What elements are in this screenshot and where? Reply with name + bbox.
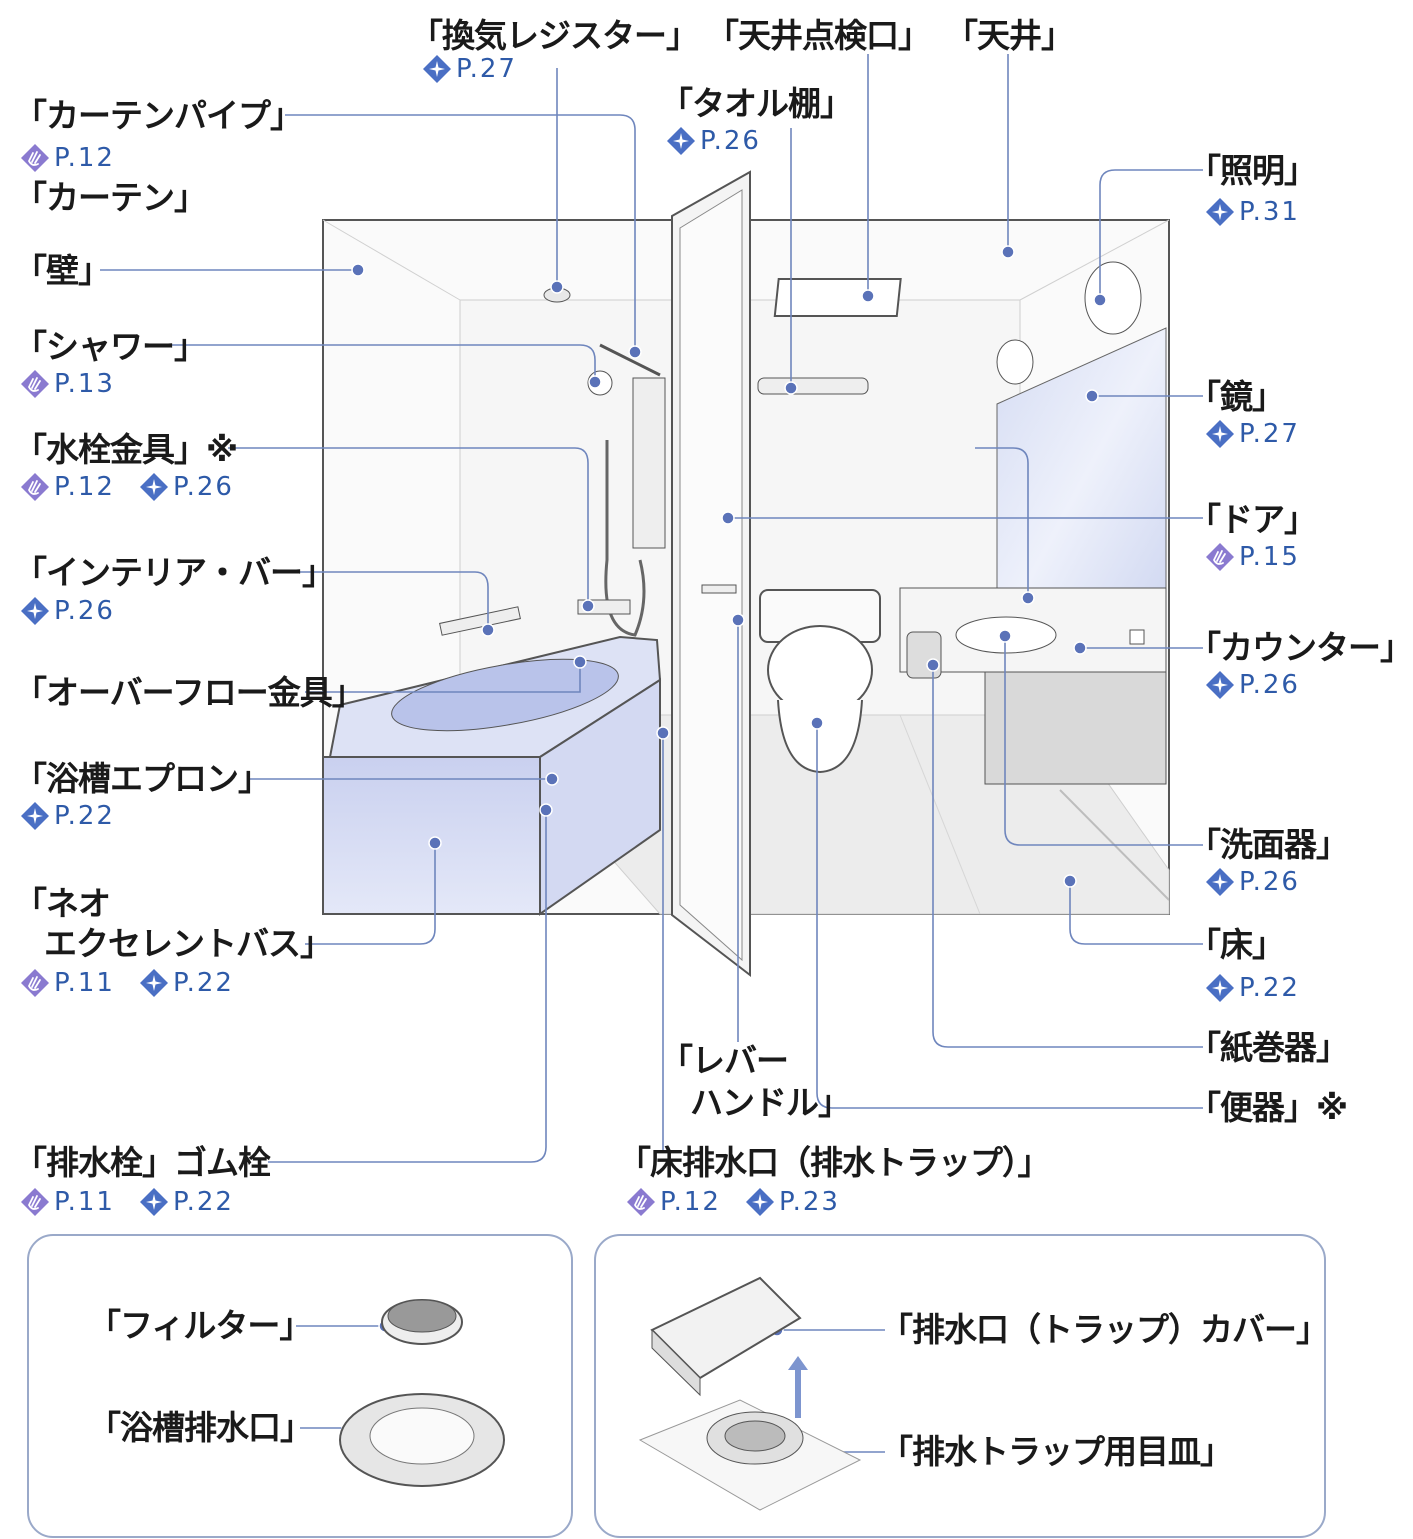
ref-ventilator: P.27: [422, 54, 517, 84]
label-neo-line2: エクセレントバス」: [44, 924, 333, 963]
towel-shelf-shape: [757, 377, 869, 395]
label-floor: 「床」: [1188, 925, 1285, 964]
label-apron: 「浴槽エプロン」: [14, 759, 271, 798]
ref-towel-shelf: P.26: [666, 126, 761, 156]
label-drain-plug: 「排水栓」ゴム栓: [14, 1143, 271, 1182]
label-lever-line1: 「レバー: [660, 1041, 789, 1080]
label-overflow: 「オーバーフロー金具」: [14, 673, 365, 712]
sparkle-diamond-icon: [20, 801, 50, 831]
interior-bar-shape: [439, 606, 521, 636]
label-paper-holder: 「紙巻器」: [1188, 1028, 1349, 1067]
floor-drain-detail-box: [594, 1234, 1326, 1538]
label-basin: 「洗面器」: [1188, 825, 1349, 864]
ref-floor: P.22: [1205, 973, 1300, 1003]
hand-touch-icon: [20, 143, 50, 173]
label-tub-drain: 「浴槽排水口」: [88, 1408, 313, 1447]
paper-holder-shape: [906, 631, 942, 679]
ref-light: P.31: [1205, 197, 1300, 227]
label-faucet: 「水栓金具」※: [14, 430, 238, 469]
label-towel-shelf: 「タオル棚」: [660, 84, 853, 123]
label-lever-line2: ハンドル」: [690, 1083, 851, 1122]
ceiling-hatch-shape: [773, 278, 902, 317]
sparkle-diamond-icon: [422, 54, 452, 84]
label-counter: 「カウンター」: [1188, 628, 1413, 667]
label-ventilator: 「換気レジスター」: [410, 16, 699, 55]
sparkle-diamond-icon: [1205, 973, 1235, 1003]
label-mirror: 「鏡」: [1188, 377, 1285, 416]
room-illustration: [322, 170, 1170, 978]
leader-lines: [100, 54, 1203, 1453]
sparkle-diamond-icon: [139, 472, 169, 502]
label-wall: 「壁」: [14, 251, 111, 290]
hand-touch-icon: [626, 1187, 656, 1217]
tub-drain-illustration: [339, 1393, 505, 1487]
ref-mirror: P.27: [1205, 419, 1300, 449]
ref-counter: P.26: [1205, 670, 1300, 700]
sparkle-diamond-icon: [666, 126, 696, 156]
label-shower: 「シャワー」: [14, 327, 207, 366]
sparkle-diamond-icon: [1205, 197, 1235, 227]
sparkle-diamond-icon: [20, 596, 50, 626]
light-shape-1: [1084, 261, 1142, 335]
label-neo-line1: 「ネオ: [14, 884, 111, 923]
label-curtain-pipe: 「カーテンパイプ」: [14, 96, 303, 135]
label-curtain: 「カーテン」: [14, 178, 207, 217]
sparkle-diamond-icon: [139, 1187, 169, 1217]
filter-illustration: [381, 1299, 463, 1345]
sparkle-diamond-icon: [1205, 670, 1235, 700]
label-light: 「照明」: [1188, 151, 1317, 190]
hand-touch-icon: [20, 369, 50, 399]
label-toilet: 「便器」※: [1188, 1088, 1348, 1127]
ref-door: P.15: [1205, 542, 1300, 572]
drain-plug-detail-box: [27, 1234, 573, 1538]
counter-front: [984, 671, 1167, 785]
sparkle-diamond-icon: [1205, 867, 1235, 897]
label-door: 「ドア」: [1188, 500, 1317, 539]
hand-touch-icon: [20, 968, 50, 998]
ref-apron: P.22: [20, 801, 115, 831]
sparkle-diamond-icon: [1205, 419, 1235, 449]
ref-curtain-pipe: P.12: [20, 143, 115, 173]
shower-hose: [604, 440, 646, 637]
label-ceiling-hatch: 「天井点検口」: [706, 16, 931, 55]
hand-touch-icon: [1205, 542, 1235, 572]
label-interior-bar: 「インテリア・バー」: [14, 553, 335, 592]
label-trap-cover: 「排水口（トラップ）カバー」: [880, 1310, 1329, 1349]
sparkle-diamond-icon: [745, 1187, 775, 1217]
bathtub-basin: [391, 658, 619, 732]
label-trap-plate: 「排水トラップ用目皿」: [880, 1432, 1233, 1471]
hand-touch-icon: [20, 1187, 50, 1217]
sparkle-diamond-icon: [139, 968, 169, 998]
trap-cover-illustration: [650, 1276, 802, 1397]
ref-basin: P.26: [1205, 867, 1300, 897]
light-shape-2: [996, 339, 1034, 385]
label-floor-drain: 「床排水口（排水トラップ）」: [618, 1143, 1050, 1182]
label-ceiling: 「天井」: [945, 16, 1074, 55]
ref-shower: P.13: [20, 369, 115, 399]
bathtub-apron: [322, 756, 541, 915]
hand-touch-icon: [20, 472, 50, 502]
label-filter: 「フィルター」: [88, 1306, 312, 1345]
trap-plate-illustration: [638, 1356, 862, 1511]
ref-interior-bar: P.26: [20, 596, 115, 626]
lever-handle-shape: [701, 584, 737, 594]
curtain-shape: [632, 377, 666, 549]
